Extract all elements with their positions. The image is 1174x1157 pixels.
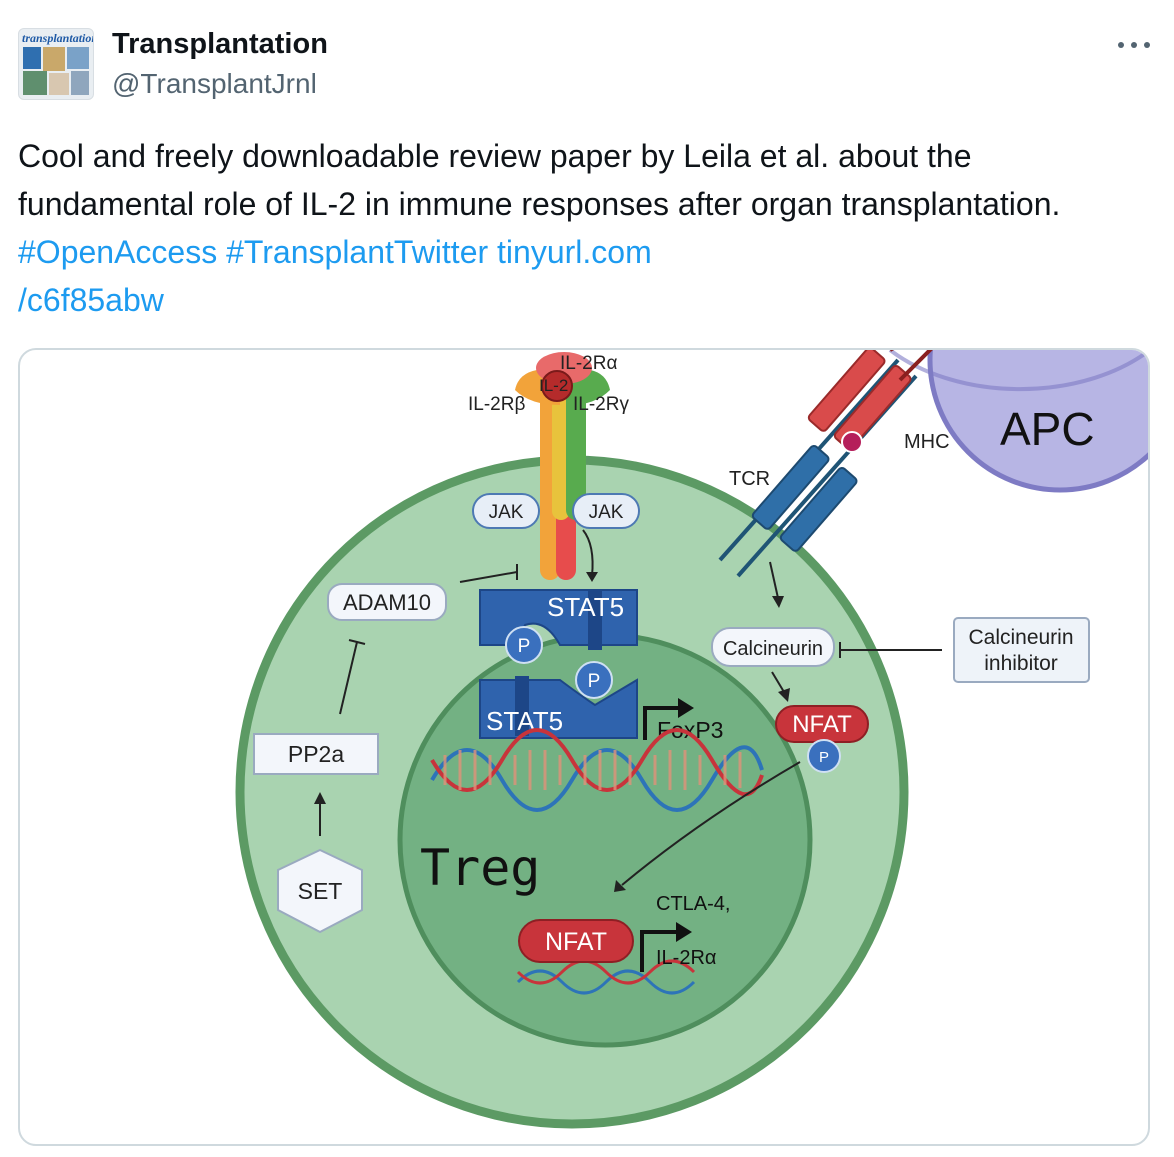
pp2a-inhibition-line — [339, 641, 358, 715]
jak-stat-arrowhead — [586, 572, 598, 582]
tweet-header: transplantation Transplantation @Transpl… — [18, 28, 1158, 108]
tcr-arrow-line — [769, 561, 779, 599]
stat5-top-linker — [588, 590, 602, 650]
il2ra-gene-label: IL-2Rα — [656, 947, 716, 969]
il2rg-stem — [566, 390, 586, 520]
nfat-nucleus-label: NFAT — [545, 928, 607, 956]
pp2a-inhibition-bar — [348, 639, 366, 645]
treg-label: Treg — [420, 839, 540, 897]
nfat-translocation-arrowhead — [614, 880, 626, 892]
nfat-nucleus — [518, 919, 634, 963]
dna-helix-2 — [516, 959, 696, 995]
dna-helix-1 — [430, 728, 764, 812]
tcr-arrowhead — [772, 596, 784, 608]
calcineurin-inhibitor-line2: inhibitor — [984, 652, 1058, 675]
hashtag-openaccess[interactable]: #OpenAccess — [18, 234, 218, 270]
apc-membrane — [888, 350, 1148, 392]
stat5-bottom-linker — [515, 676, 529, 736]
mhc-label: MHC — [904, 431, 950, 453]
tcr-label: TCR — [729, 468, 770, 490]
calcineurin-inhibitor-box — [953, 617, 1090, 683]
tweet-link-part1: tinyurl.com — [497, 234, 652, 270]
stat5-bottom-label: STAT5 — [486, 706, 563, 736]
calcineurin-arrow-line — [771, 671, 785, 693]
pp2a-label: PP2a — [288, 741, 344, 767]
phospho-p1-label: P — [518, 636, 531, 657]
tweet-link-part2: /c6f85abw — [18, 282, 164, 318]
tweet-text: Cool and freely downloadable review pape… — [18, 132, 1138, 324]
il2-ligand — [541, 370, 573, 402]
avatar[interactable]: transplantation — [18, 28, 94, 100]
il2-signaling-diagram: APC IL-2Rα IL-2 IL-2Rβ IL-2Rγ JAK JAK AD… — [235, 350, 1148, 1129]
adam10-box — [327, 583, 447, 621]
jak-stat-arrow — [582, 529, 594, 577]
il2rb-inner — [552, 390, 570, 520]
il2ra-label: IL-2Rα — [560, 353, 617, 374]
calcineurin-inhibitor-line1: Calcineurin — [968, 626, 1073, 649]
apc-label: APC — [1000, 403, 1095, 455]
il2-label: IL-2 — [539, 376, 568, 395]
nfat-phospho-label: P — [819, 749, 829, 766]
stat5-top-label: STAT5 — [547, 592, 624, 622]
il2rg-label: IL-2Rγ — [573, 394, 629, 415]
set-label: SET — [298, 878, 343, 904]
avatar-brand-text: transplantation — [22, 31, 94, 45]
jak-left-label: JAK — [489, 502, 524, 523]
phospho-p1 — [505, 626, 543, 664]
more-options-icon[interactable] — [1116, 36, 1152, 56]
adam10-inhibition-line — [459, 571, 518, 583]
jak-right-label: JAK — [589, 502, 624, 523]
foxp3-promoter — [643, 706, 682, 740]
foxp3-label: FoxP3 — [657, 717, 723, 743]
tweet-image[interactable]: APC IL-2Rα IL-2 IL-2Rβ IL-2Rγ JAK JAK AD… — [18, 348, 1150, 1146]
calcineurin-box — [711, 627, 835, 667]
nfat-translocation-arrow — [621, 761, 801, 886]
display-name[interactable]: Transplantation — [112, 28, 328, 60]
tweet-link[interactable]: tinyurl.com/c6f85abw — [18, 234, 652, 318]
il2rb-label: IL-2Rβ — [468, 394, 525, 415]
hashtag-transplanttwitter[interactable]: #TransplantTwitter — [226, 234, 489, 270]
ctla4-arrowhead — [676, 922, 692, 942]
nfat-cytoplasm-label: NFAT — [792, 711, 852, 738]
set-hexagon — [277, 848, 363, 934]
pp2a-box — [253, 733, 379, 775]
jak-right — [572, 493, 640, 529]
calcineurin-label: Calcineurin — [723, 638, 823, 660]
tcr-mhc-complex — [718, 350, 933, 578]
jak-left — [472, 493, 540, 529]
phospho-p2-label: P — [588, 671, 601, 692]
ctla4-label: CTLA-4, — [656, 893, 730, 915]
nfat-phospho — [807, 739, 841, 773]
user-handle[interactable]: @TransplantJrnl — [112, 68, 317, 99]
ctla4-promoter — [640, 930, 680, 972]
foxp3-arrowhead — [678, 698, 694, 718]
phospho-p2 — [575, 661, 613, 699]
tweet-body: Cool and freely downloadable review pape… — [18, 138, 1061, 222]
adam10-label: ADAM10 — [343, 590, 431, 615]
set-arrowhead — [314, 792, 326, 804]
calcineurin-arrowhead — [778, 688, 790, 702]
